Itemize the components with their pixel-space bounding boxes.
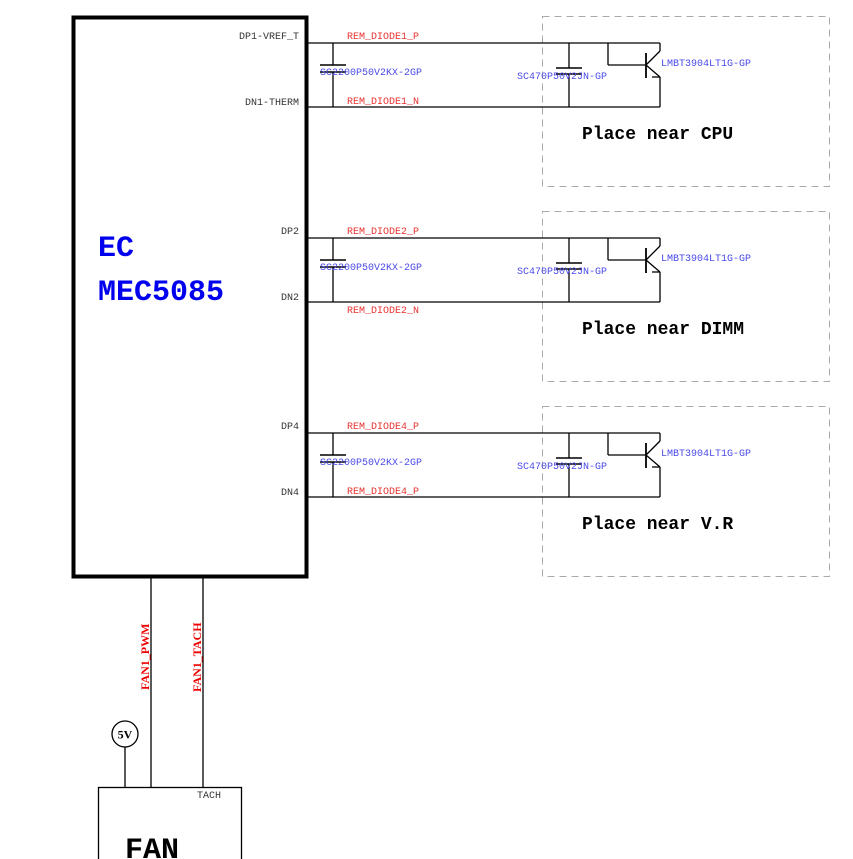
- npn-transistor-symbol[interactable]: [607, 43, 661, 107]
- fan-title: FAN: [125, 834, 179, 859]
- pin-label-p: DP2: [281, 227, 299, 238]
- diode-channel-1: DP1-VREF_T DN1-THERM REM_DIODE1_P REM_DIODE…: [239, 16, 830, 187]
- filter-capacitor-label: SC2200P50V2KX-2GP: [320, 263, 422, 274]
- placement-zone-box: [542, 211, 830, 382]
- filter-capacitor-label: SC2200P50V2KX-2GP: [320, 68, 422, 79]
- placement-zone-box: [542, 406, 830, 577]
- net-label-n: REM_DIODE1_N: [347, 97, 419, 108]
- ec-chip-body[interactable]: [71, 15, 309, 579]
- sense-capacitor-label: SC470P50V2JN-GP: [517, 462, 607, 473]
- fan-section: FAN1_PWM FAN1_TACH 5V TACH FAN: [97, 578, 243, 859]
- transistor-label: LMBT3904LT1G-GP: [661, 254, 751, 265]
- pin-label-n: DN1-THERM: [245, 98, 299, 109]
- filter-capacitor[interactable]: [320, 43, 346, 107]
- placement-zone-box: [542, 16, 830, 187]
- sense-capacitor[interactable]: [556, 433, 582, 497]
- placement-note: Place near CPU: [582, 125, 733, 145]
- chip-part-number: MEC5085: [98, 276, 224, 310]
- pin-label-p: DP1-VREF_T: [239, 32, 299, 43]
- npn-transistor-symbol[interactable]: [607, 433, 661, 497]
- filter-capacitor[interactable]: [320, 433, 346, 497]
- transistor-label: LMBT3904LT1G-GP: [661, 449, 751, 460]
- filter-capacitor-label: SC2200P50V2KX-2GP: [320, 458, 422, 469]
- fan-connector-body[interactable]: [97, 786, 243, 859]
- fan-pwm-net-label: FAN1_PWM: [138, 624, 152, 690]
- pin-label-p: DP4: [281, 422, 299, 433]
- chip-name: EC: [98, 232, 134, 266]
- net-label-p: REM_DIODE1_P: [347, 32, 419, 43]
- net-label-p: REM_DIODE2_P: [347, 227, 419, 238]
- placement-note: Place near V.R: [582, 515, 733, 535]
- filter-capacitor[interactable]: [320, 238, 346, 302]
- fan-tach-pin-label: TACH: [197, 791, 221, 802]
- power-5v-label: 5V: [118, 728, 133, 742]
- sense-capacitor-label: SC470P50V2JN-GP: [517, 267, 607, 278]
- net-label-n: REM_DIODE4_P: [347, 487, 419, 498]
- sense-capacitor[interactable]: [556, 238, 582, 302]
- placement-note: Place near DIMM: [582, 320, 744, 340]
- npn-transistor-symbol[interactable]: [607, 238, 661, 302]
- net-label-p: REM_DIODE4_P: [347, 422, 419, 433]
- pin-label-n: DN4: [281, 488, 299, 499]
- sense-capacitor[interactable]: [556, 43, 582, 107]
- net-label-n: REM_DIODE2_N: [347, 306, 419, 317]
- fan-tach-net-label: FAN1_TACH: [190, 622, 204, 692]
- transistor-label: LMBT3904LT1G-GP: [661, 59, 751, 70]
- pin-label-n: DN2: [281, 293, 299, 304]
- sense-capacitor-label: SC470P50V2JN-GP: [517, 72, 607, 83]
